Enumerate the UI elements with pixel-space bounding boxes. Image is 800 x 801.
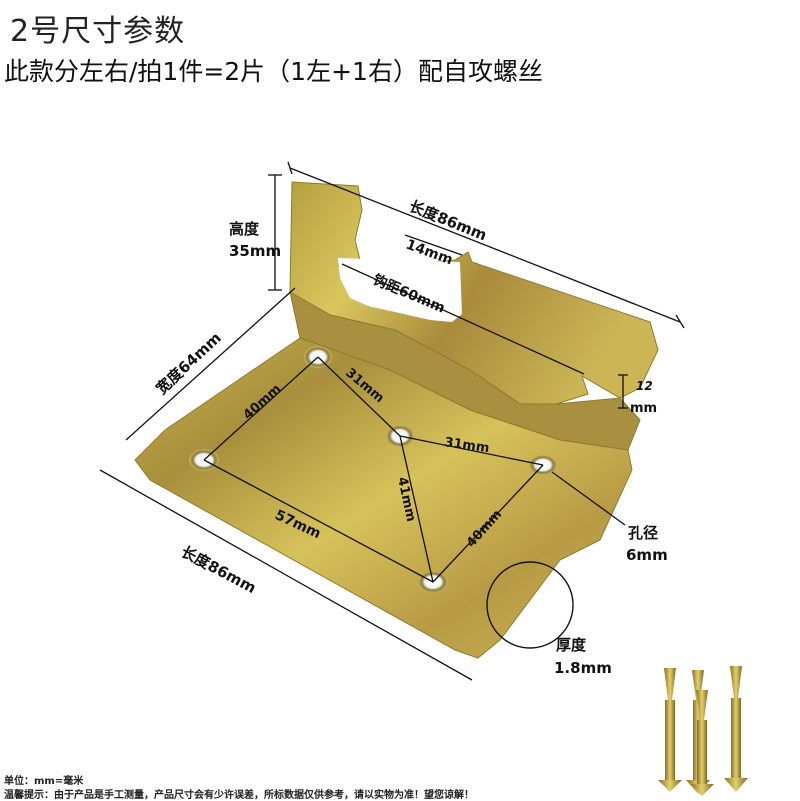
page-title: 2号尺寸参数 bbox=[10, 14, 186, 49]
label-height-word: 高度 bbox=[229, 220, 260, 238]
label-edge-unit: mm bbox=[630, 401, 657, 416]
bracket-base-plate bbox=[134, 337, 633, 659]
label-thickness-word: 厚度 bbox=[556, 636, 587, 654]
label-edge-num: 12 bbox=[636, 379, 653, 393]
label-thickness-value: 1.8mm bbox=[554, 659, 612, 677]
screw bbox=[690, 690, 714, 796]
screw bbox=[724, 666, 748, 792]
label-height-value: 35mm bbox=[229, 242, 281, 260]
unit-note: 单位：mm=毫米 bbox=[4, 776, 84, 787]
label-hole-31b: 31mm bbox=[443, 435, 490, 456]
label-hole-dia-value: 6mm bbox=[626, 546, 668, 564]
screw-illustration bbox=[658, 666, 748, 796]
label-hole-dia-word: 孔径 bbox=[628, 524, 658, 542]
measurement-tip: 温馨提示：由于产品是手工测量，产品尺寸会有少许误差，所标数据仅供参考，请以实物为… bbox=[4, 790, 474, 801]
screw bbox=[658, 668, 682, 792]
dimension-lines bbox=[99, 161, 685, 681]
label-length-top: 长度86mm bbox=[407, 197, 490, 244]
thickness-callout-circle bbox=[486, 561, 574, 649]
label-width-side: 宽度64mm bbox=[152, 329, 225, 399]
page-subtitle: 此款分左右/拍1件=2片（1左+1右）配自攻螺丝 bbox=[4, 57, 543, 86]
label-length-bottom: 长度86mm bbox=[178, 543, 259, 597]
